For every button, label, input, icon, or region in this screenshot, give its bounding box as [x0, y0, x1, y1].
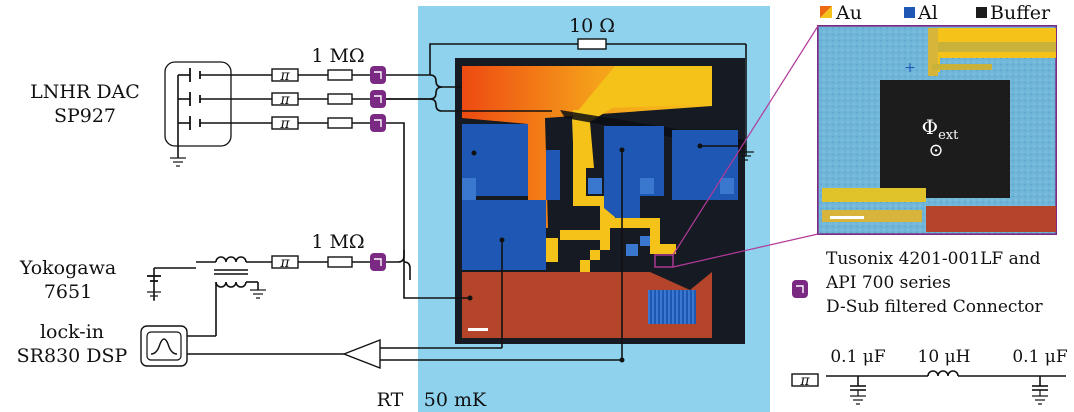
al-legend-label: Al: [917, 2, 938, 24]
filter-legend-line1: Tusonix 4201-001LF and: [826, 249, 1041, 269]
buffer-legend-label: Buffer: [990, 2, 1051, 24]
amplifier: [342, 338, 381, 370]
dsub-filter-connectors: [370, 66, 386, 271]
gold-wiring: [560, 110, 676, 288]
pi-inductor-label: 10 μH: [918, 347, 971, 367]
pi-filter-legend: π 0.1 μF 10 μH 0.1 μF: [791, 347, 1068, 405]
yokogawa-label-line1: Yokogawa: [19, 257, 116, 279]
gold-lead-diagonal: [572, 66, 712, 168]
plus-mark: +: [904, 60, 916, 76]
meander: [648, 290, 696, 324]
filter-legend: Tusonix 4201-001LF and API 700 series D-…: [792, 249, 1043, 317]
yokogawa-source: [147, 275, 161, 282]
dac-label-line2: SP927: [54, 105, 116, 127]
yokogawa-label-line2: 7651: [44, 281, 92, 303]
device-ground: [738, 146, 754, 161]
lockin-label-line1: lock-in: [40, 321, 104, 343]
lockin-label-line2: SR830 DSP: [17, 345, 128, 367]
al-swatch: [904, 7, 915, 18]
svg-text:π: π: [279, 68, 290, 84]
material-legend: Au Al Buffer: [820, 2, 1051, 24]
device-micrograph: [455, 58, 745, 344]
svg-text:π: π: [279, 92, 290, 108]
pi-cap2-label: 0.1 μF: [1012, 347, 1067, 367]
flux-symbol: Φ: [922, 115, 938, 139]
dsub-filter-icon: [792, 280, 808, 298]
flux-direction-icon: ⊙: [928, 140, 943, 161]
pi-filters: π π π π: [271, 68, 299, 271]
zoom-lines: [672, 25, 819, 268]
sem-inset: + Φext ⊙: [817, 25, 1057, 235]
filter-legend-line3: D-Sub filtered Connector: [826, 297, 1043, 317]
sem-scale-bar: [830, 216, 864, 219]
dac-label-line1: LNHR DAC: [30, 81, 140, 103]
filter-legend-line2: API 700 series: [825, 273, 951, 293]
rt-label: RT: [377, 389, 404, 411]
flux-label: Φext: [922, 115, 959, 143]
flux-subscript: ext: [938, 128, 959, 143]
buffer-region: [880, 80, 1010, 198]
svg-text:π: π: [279, 116, 290, 132]
buffer-swatch: [976, 7, 987, 18]
resistor-1m-bottom-label: 1 MΩ: [311, 231, 364, 253]
dac-enclosure: [164, 61, 232, 147]
cold-stage-label: 50 mK: [424, 389, 487, 411]
pi-filter-symbol: π: [799, 373, 810, 389]
dac-ground: [170, 157, 186, 167]
transformer: [214, 256, 259, 336]
resistor-10ohm-label: 10 Ω: [569, 15, 615, 37]
lockin-instrument: [140, 325, 188, 367]
pi-cap1-label: 0.1 μF: [830, 347, 885, 367]
resistors: [327, 38, 607, 268]
al-pad-mid: [604, 126, 664, 196]
device-scale-bar: [468, 328, 488, 331]
au-legend-label: Au: [835, 2, 862, 24]
resistor-1m-top-label: 1 MΩ: [311, 45, 364, 67]
svg-text:π: π: [279, 255, 290, 271]
zoom-box: [654, 254, 674, 268]
wiring: [140, 43, 754, 370]
